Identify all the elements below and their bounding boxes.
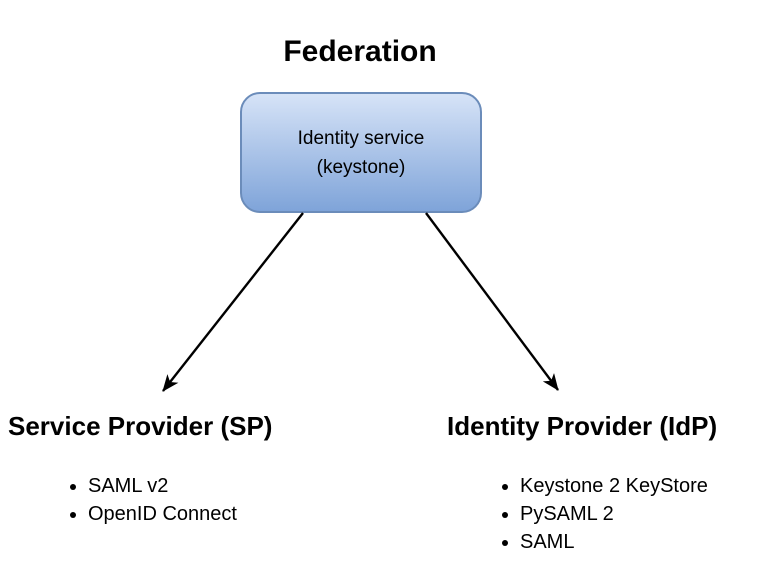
arrow-to-identity-provider — [425, 212, 559, 391]
identity-service-label-line2: (keystone) — [316, 156, 406, 178]
diagram-title: Federation — [283, 35, 437, 68]
list-item: Keystone 2 KeyStore — [520, 472, 708, 500]
service-provider-list: SAML v2 OpenID Connect — [62, 472, 237, 528]
identity-service-node: Identity service (keystone) — [240, 92, 482, 213]
list-item: SAML — [520, 528, 708, 556]
arrow-to-service-provider — [162, 212, 304, 392]
identity-service-label-line1: Identity service — [297, 127, 425, 149]
list-item: OpenID Connect — [88, 500, 237, 528]
identity-service-label: Identity service (keystone) — [298, 124, 425, 182]
identity-provider-heading: Identity Provider (IdP) — [447, 411, 718, 441]
identity-provider-list: Keystone 2 KeyStore PySAML 2 SAML — [494, 472, 708, 556]
list-item: SAML v2 — [88, 472, 237, 500]
service-provider-heading: Service Provider (SP) — [8, 411, 273, 441]
list-item: PySAML 2 — [520, 500, 708, 528]
